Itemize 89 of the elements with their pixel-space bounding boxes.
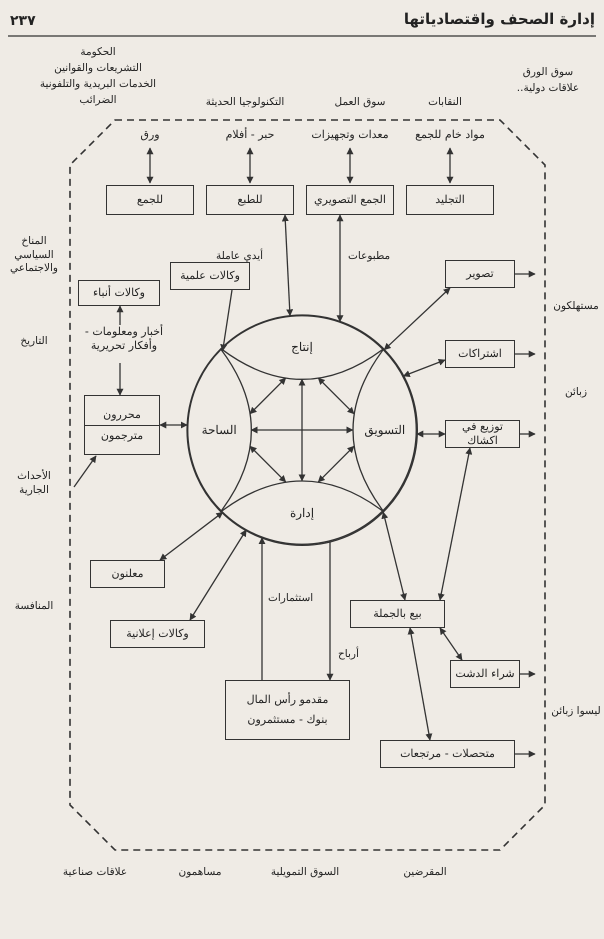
arrow [384,288,450,350]
arrow [220,290,233,352]
arrow [250,426,354,434]
arrow [282,214,294,316]
arrow [250,446,286,482]
edge-label: مطبوعات [346,250,392,262]
input-label: ورق [110,128,190,146]
arrow [446,147,454,184]
environment-label: مساهمون [178,866,222,880]
arrow [381,512,407,601]
process-box: تصوير [445,260,515,288]
process-box: الجمع التصويري [306,185,394,215]
environment-label: التاريخ [19,335,49,349]
arrow [250,378,286,414]
process-box: شراء الدشت [450,660,520,688]
arrow [73,455,97,488]
edge-label: أيدي عاملة [214,250,266,262]
arrow [159,422,188,428]
environment-label: التكنولوجيا الحديثة [204,96,286,110]
arrow [408,627,432,741]
process-box: وكالات علمية [170,262,250,290]
arrow [520,670,536,678]
environment-label: سوق الورق [522,66,574,80]
process-box: معلنون [90,560,165,588]
arrow [146,147,154,184]
process-box [84,395,160,455]
input-label: أخبار ومعلومات - وأفكار تحريرية [76,325,172,363]
arrow [318,446,354,482]
box-text: محررون [102,406,142,423]
process-box: بيع بالجملة [350,600,445,628]
circle-section: التسويق [352,348,417,512]
environment-label: الأحداث الجارية [16,470,52,498]
arrow [438,447,472,601]
input-label: مواد خام للجمع [404,128,496,146]
arrow [515,270,536,278]
circle-section: إنتاج [220,315,384,380]
box-text: مقدمو رأس المال [246,691,330,708]
arrow [298,378,306,482]
process-box: التجليد [406,185,494,215]
process-box: توزيع في اكشاك [445,420,520,448]
arrow [439,627,463,661]
page-number: ٢٣٧ [10,12,37,30]
process-box: وكالات أنباء [78,280,160,306]
process-box: متحصلات - مرتجعات [380,740,515,768]
arrow [116,363,124,396]
environment-label: المنافسة [14,600,54,614]
input-label: معدات وتجهيزات [306,128,394,146]
environment-label: مستهلكون [552,300,600,314]
environment-label: المناخ السياسي والاجتماعي [9,235,59,276]
environment-label: المقرضين [402,866,448,880]
circle-section: إدارة [220,480,384,545]
edge-label: استثمارات [266,592,316,604]
process-box: للطبع [206,185,294,215]
environment-label: الخدمات البريدية والتلفونية [38,78,158,92]
arrow [346,147,354,184]
arrow [520,430,536,438]
arrow [515,750,536,758]
box-text: بنوك - مستثمرون [246,712,329,728]
environment-label: النقابات [427,96,463,110]
environment-label: الحكومة [79,46,117,60]
circle-section: الساحة [187,348,252,512]
edge-label: أرباح [336,648,361,660]
arrow [318,378,354,414]
process-box: للجمع [106,185,194,215]
arrow [515,350,536,358]
environment-label: علاقات صناعية [62,866,128,880]
arrow [402,359,446,377]
input-label: حبر - أفلام [210,128,290,146]
environment-label: السوق التمويلية [270,866,340,880]
arrow [258,537,266,680]
environment-label: الضرائب [78,94,118,108]
process-box: وكالات إعلانية [110,620,205,648]
environment-label: ليسوا زبائن [550,705,602,719]
arrow [326,542,334,681]
circle-outline [187,315,417,545]
page-title: إدارة الصحف واقتصادياتها [402,10,595,28]
arrow [416,430,446,438]
environment-label: التشريعات والقوانين [53,62,143,76]
arrow [336,214,344,322]
arrow [159,512,224,561]
arrow [246,147,254,184]
environment-label: زبائن [564,386,588,400]
process-box [225,680,350,740]
environment-label: علاقات دولية.. [516,82,580,96]
environment-label: سوق العمل [334,96,386,110]
arrow [189,529,247,621]
arrow [116,305,124,325]
box-text: مترجمون [85,424,159,446]
process-box: اشتراكات [445,340,515,368]
